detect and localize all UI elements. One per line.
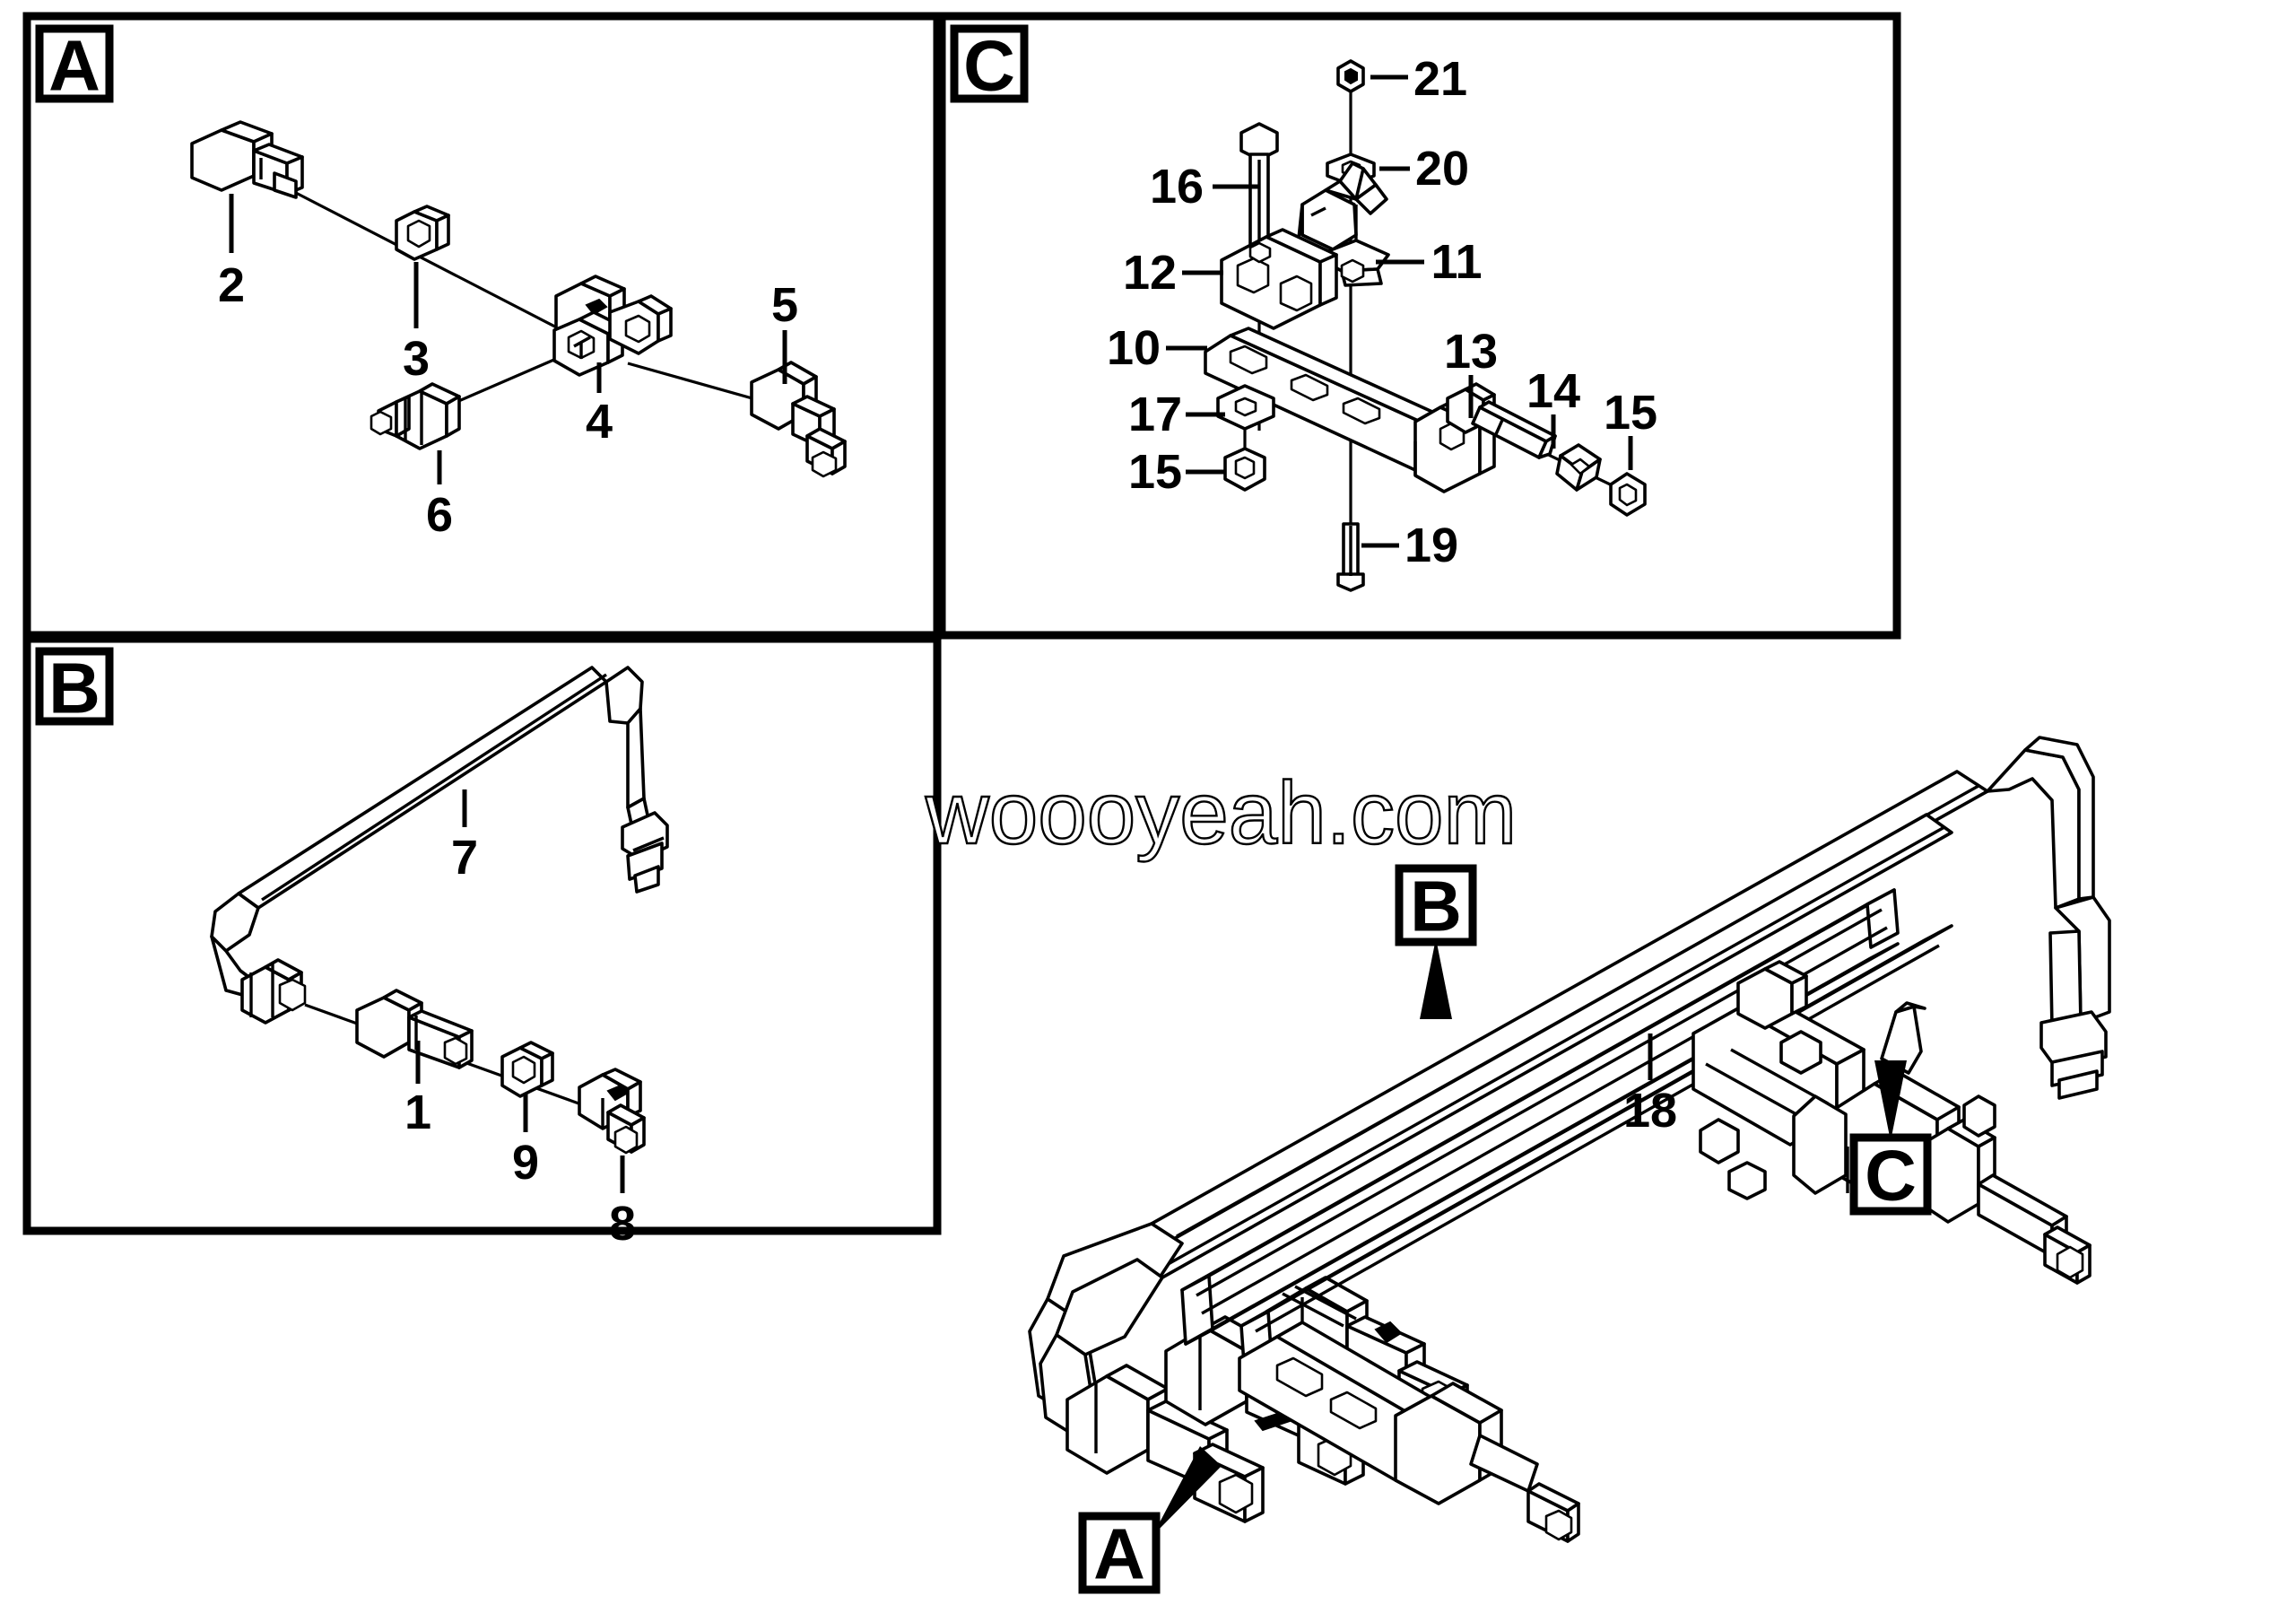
panel-c-artwork: 21 20 16 11 12 10 13 14 15 17 15 19: [1107, 52, 1657, 592]
panel-b-tag: B: [35, 647, 114, 728]
panel-b-letter: B: [48, 649, 100, 728]
part-12-clamp-block: [1220, 228, 1338, 330]
part-3-hex-nut: [395, 205, 450, 261]
main-assembly-artwork: [1028, 736, 2111, 1543]
part-number-9: 9: [512, 1136, 539, 1190]
panel-c-border: [937, 12, 1901, 640]
part-4-tee-fitting: [552, 275, 673, 377]
part-5-elbow-fitting: [750, 361, 847, 478]
part-number-6: 6: [426, 488, 453, 542]
part-number-11: 11: [1431, 235, 1482, 289]
part-8-elbow-fitting: [578, 1068, 646, 1155]
part-1-adapter-nipple: [355, 989, 474, 1069]
part-15-hex-nut-right: [1609, 472, 1647, 517]
part-number-5: 5: [771, 278, 798, 332]
callout-a-letter: A: [1093, 1514, 1145, 1594]
part-number-15-left: 15: [1128, 445, 1182, 499]
panel-c-part-labels: 21 20 16 11 12 10 13 14 15 17 15 19: [1107, 52, 1657, 572]
part-6-connector-fitting: [370, 382, 461, 450]
panel-a-letter: A: [48, 26, 100, 106]
panel-c-letter: C: [963, 26, 1015, 106]
watermark-text: woooyeah.com: [925, 763, 1517, 862]
part-19-carriage-bolt: [1336, 522, 1365, 592]
panel-borders: [22, 12, 1901, 1235]
part-number-13: 13: [1444, 325, 1498, 379]
part-13-shoulder-bolt: [1446, 382, 1557, 459]
part-number-3: 3: [403, 332, 430, 386]
callout-c-letter: C: [1865, 1136, 1917, 1216]
part-number-21: 21: [1413, 52, 1467, 106]
part-10-mounting-bracket: [1204, 327, 1496, 493]
part-number-14: 14: [1526, 364, 1580, 418]
part-number-2: 2: [218, 258, 245, 312]
part-16-hex-bolt: [1239, 122, 1279, 257]
panel-a-part-labels: 2 3 4 5 6: [218, 194, 798, 542]
part-number-8: 8: [609, 1197, 636, 1251]
part-number-17: 17: [1128, 388, 1182, 441]
part-number-18: 18: [1623, 1084, 1677, 1138]
part-number-10: 10: [1107, 321, 1161, 375]
part-number-4: 4: [586, 395, 613, 449]
part-number-7: 7: [451, 831, 478, 885]
part-number-15-right: 15: [1604, 386, 1657, 440]
panel-a-artwork: 2 3 4 5 6: [190, 120, 847, 542]
part-7-hydraulic-tube: [210, 666, 669, 1025]
part-9-hex-nut: [500, 1041, 554, 1098]
part-14-square-washer: [1555, 443, 1602, 492]
part-number-16: 16: [1150, 160, 1204, 214]
part-21-cap-nut: [1336, 59, 1365, 93]
part-15-hex-nut-left: [1223, 447, 1266, 492]
panel-a-border: [22, 12, 942, 640]
panel-c-tag: C: [950, 24, 1029, 106]
part-number-19: 19: [1405, 519, 1458, 572]
part-number-12: 12: [1123, 246, 1177, 300]
part-11-pipe-clamp: [1297, 161, 1390, 287]
panel-b-artwork: 7 1 9 8: [210, 666, 669, 1251]
callout-a: A: [1078, 1446, 1222, 1594]
panel-a-tag: A: [35, 24, 114, 106]
panel-b-part-labels: 7 1 9 8: [404, 789, 636, 1251]
main-assembly-labels: 18: [1623, 1033, 1677, 1138]
part-number-1: 1: [404, 1086, 431, 1139]
part-2-adapter-nipple: [190, 120, 304, 199]
callout-b-letter: B: [1410, 867, 1462, 946]
part-number-20: 20: [1415, 142, 1469, 196]
callout-b: B: [1395, 864, 1477, 1019]
callout-c: C: [1849, 1060, 1932, 1216]
panel-b-border: [22, 634, 942, 1235]
